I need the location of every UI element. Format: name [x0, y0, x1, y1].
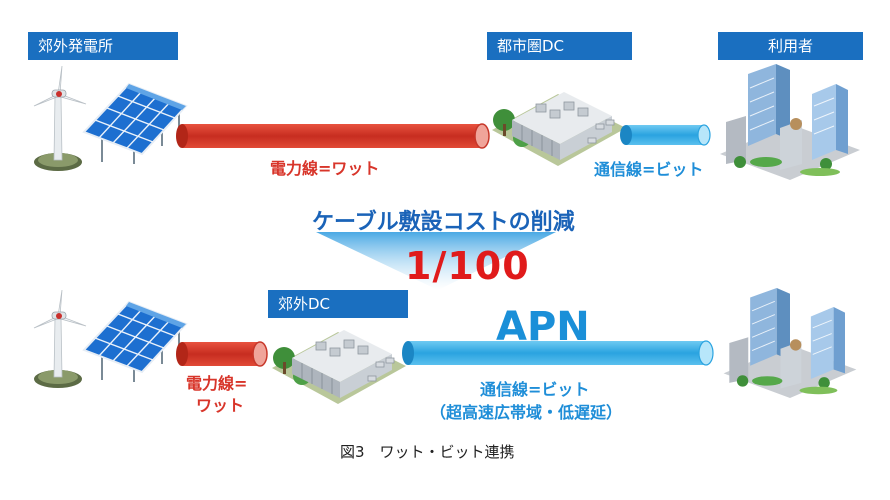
reduction-funnel — [316, 232, 556, 290]
city-buildings-icon — [720, 64, 860, 180]
figure-caption: 図3 ワット・ビット連携 — [340, 443, 515, 461]
solar-panel-icon — [82, 82, 188, 164]
power-line-label-bottom-1: 電力線= — [186, 374, 248, 393]
power-cable-bottom — [176, 341, 268, 367]
suburban-dc-label: 郊外DC — [268, 290, 408, 318]
comm-line-label-top: 通信線=ビット — [594, 160, 704, 179]
urban-dc-label: 都市圏DC — [487, 32, 632, 60]
ratio-value: 1/100 — [405, 244, 530, 288]
plant-label: 郊外発電所 — [28, 32, 178, 60]
comm-cable-bottom — [402, 340, 714, 366]
power-cable-top — [176, 123, 490, 149]
solar-panel-icon — [82, 300, 188, 382]
city-buildings-icon — [723, 288, 857, 398]
power-line-label-top: 電力線=ワット — [270, 159, 380, 178]
user-label: 利用者 — [718, 32, 863, 60]
wind-turbine-icon — [33, 65, 87, 171]
comm-line-label-bottom: 通信線=ビット — [480, 380, 590, 399]
apn-label: APN — [496, 304, 590, 350]
power-line-label-bottom-2: ワット — [196, 396, 245, 415]
wind-turbine-icon — [33, 289, 87, 388]
comm-line-sublabel: （超高速広帯域・低遅延） — [430, 403, 623, 422]
data-center-icon — [492, 92, 626, 166]
comm-cable-top — [620, 124, 711, 146]
data-center-icon — [272, 330, 406, 404]
cost-reduction-headline: ケーブル敷設コストの削減 — [312, 210, 575, 235]
